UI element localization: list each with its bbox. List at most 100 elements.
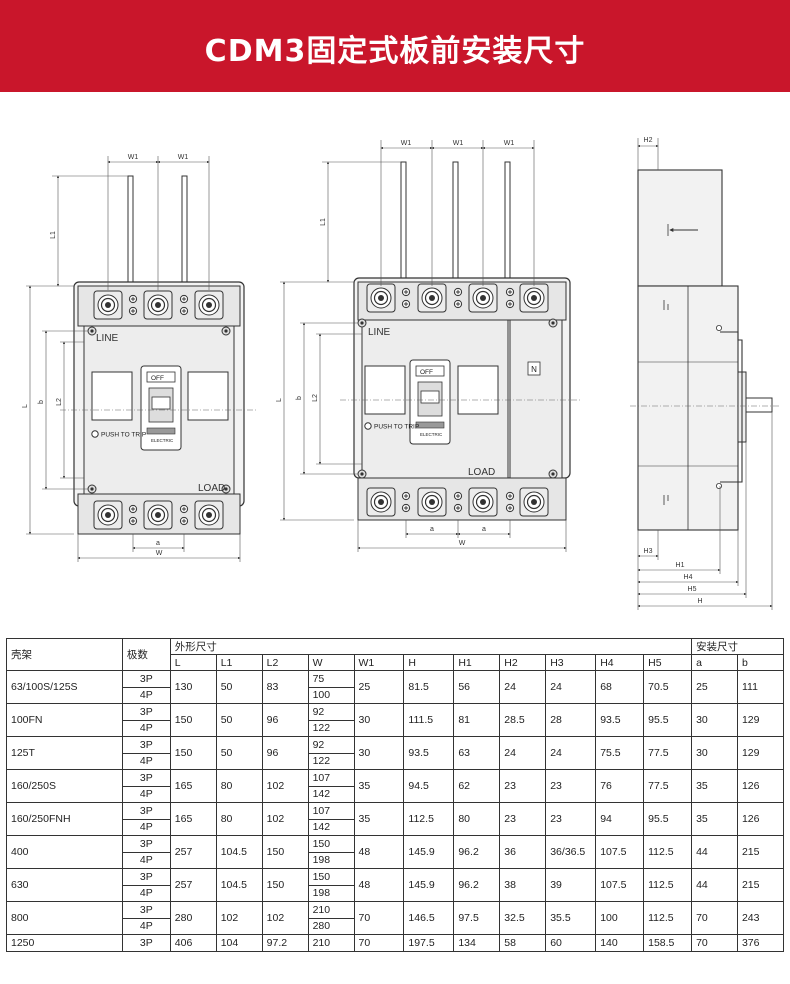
header-col: H1 <box>453 654 501 671</box>
cell-l2: 102 <box>261 769 309 803</box>
table-header-row-1: 壳架 极数 外形尺寸 安装尺寸 <box>6 638 784 671</box>
cell-h1: 56 <box>453 670 501 704</box>
cell-b: 129 <box>736 736 785 770</box>
cell-h5: 70.5 <box>643 670 693 704</box>
cell-h1: 134 <box>453 934 501 952</box>
cell-h: 197.5 <box>403 934 455 952</box>
cell-h4: 100 <box>595 901 645 935</box>
cell-h2: 32.5 <box>499 901 547 935</box>
cell-l2: 150 <box>261 835 309 869</box>
cell-w1: 48 <box>353 835 405 869</box>
cell-l1: 80 <box>215 802 263 836</box>
cell-h: 111.5 <box>403 703 455 737</box>
cell-poles: 3P <box>121 802 171 820</box>
cell-h5: 112.5 <box>643 868 693 902</box>
header-col: H5 <box>643 654 693 671</box>
dim-l: L <box>22 404 29 408</box>
cell-h: 145.9 <box>403 868 455 902</box>
header-col: b <box>736 654 785 671</box>
dim-h1: H1 <box>676 562 685 569</box>
dimension-table: 壳架 极数 外形尺寸 安装尺寸 L L1 L2 W W1 H H1 H2 H3 … <box>6 638 785 952</box>
cell-h5: 112.5 <box>643 835 693 869</box>
cell-l1: 50 <box>215 736 263 770</box>
cell-poles: 3P <box>121 934 171 952</box>
cell-h2: 24 <box>499 736 547 770</box>
cell-frame: 800 <box>6 901 123 935</box>
cell-a: 30 <box>691 736 738 770</box>
cell-h1: 80 <box>453 802 501 836</box>
header-outline: 外形尺寸 <box>169 638 693 655</box>
cell-frame: 100FN <box>6 703 123 737</box>
cell-l1: 102 <box>215 901 263 935</box>
cell-h3: 35.5 <box>545 901 597 935</box>
cell-l2: 83 <box>261 670 309 704</box>
cell-b: 111 <box>736 670 785 704</box>
cell-w: 280 <box>307 917 355 935</box>
dim-w1-b: W1 <box>178 154 189 161</box>
cell-l2: 96 <box>261 736 309 770</box>
cell-h: 145.9 <box>403 835 455 869</box>
cell-h2: 38 <box>499 868 547 902</box>
cell-poles: 4P <box>121 719 171 737</box>
cell-h: 81.5 <box>403 670 455 704</box>
header-col: H <box>403 654 455 671</box>
dim-h3: H3 <box>644 548 653 555</box>
cell-h3: 24 <box>545 670 597 704</box>
cell-h5: 77.5 <box>643 769 693 803</box>
header-col: W1 <box>353 654 405 671</box>
cell-poles: 4P <box>121 851 171 869</box>
cell-a: 44 <box>691 835 738 869</box>
cell-w: 198 <box>307 884 355 902</box>
dim-h2: H2 <box>644 137 653 144</box>
cell-l: 406 <box>169 934 217 952</box>
cell-l2: 97.2 <box>261 934 309 952</box>
table-header-row-2: L L1 L2 W W1 H H1 H2 H3 H4 H5 a b <box>7 654 785 671</box>
cell-h3: 24 <box>545 736 597 770</box>
cell-w1: 35 <box>353 769 405 803</box>
cell-h1: 96.2 <box>453 868 501 902</box>
dim-w: W <box>156 550 163 557</box>
cell-w: 107 <box>307 769 355 787</box>
header-col: W <box>307 654 355 671</box>
cell-h4: 75.5 <box>595 736 645 770</box>
cell-l: 257 <box>169 868 217 902</box>
cell-w1: 30 <box>353 703 405 737</box>
cell-l2: 102 <box>261 802 309 836</box>
line-label-4p: LINE <box>368 327 391 338</box>
cell-h: 94.5 <box>403 769 455 803</box>
dim-a2-4p: a <box>482 526 486 533</box>
cell-h1: 63 <box>453 736 501 770</box>
cell-l: 257 <box>169 835 217 869</box>
cell-b: 126 <box>736 802 785 836</box>
cell-frame: 1250 <box>6 934 123 952</box>
cell-l1: 80 <box>215 769 263 803</box>
cell-w: 100 <box>307 686 355 704</box>
cell-h: 146.5 <box>403 901 455 935</box>
cell-w1: 70 <box>353 901 405 935</box>
dim-b-4p: b <box>296 396 303 400</box>
push-to-trip-label: PUSH TO TRIP <box>101 432 146 439</box>
header-col: H2 <box>499 654 547 671</box>
header-col: a <box>691 654 738 671</box>
cell-frame: 160/250FNH <box>6 802 123 836</box>
cell-h5: 95.5 <box>643 703 693 737</box>
cell-w1: 25 <box>353 670 405 704</box>
dim-h5: H5 <box>688 586 697 593</box>
cell-b: 215 <box>736 868 785 902</box>
cell-h4: 140 <box>595 934 645 952</box>
cell-poles: 4P <box>121 917 171 935</box>
line-label: LINE <box>96 333 119 344</box>
header-mounting: 安装尺寸 <box>691 638 784 655</box>
cell-b: 126 <box>736 769 785 803</box>
dim-h4: H4 <box>684 574 693 581</box>
header-col: L1 <box>215 654 263 671</box>
